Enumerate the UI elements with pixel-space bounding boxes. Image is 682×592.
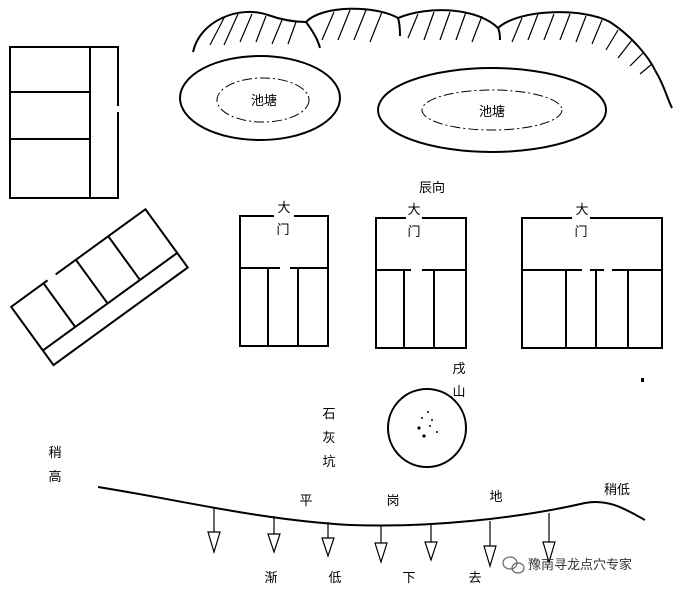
slope-label-2: 低: [328, 571, 341, 586]
building-1-gate-da: 大: [277, 201, 290, 216]
wechat-icon: [502, 556, 525, 574]
building-2: 大 门: [375, 203, 467, 349]
ridge-label-2: 岗: [386, 494, 399, 509]
pond-right-label: 池塘: [479, 104, 505, 120]
down-arrow-icon: [542, 513, 556, 565]
slope-label-4: 去: [468, 571, 481, 586]
lime-pit: [387, 388, 467, 468]
down-arrow-icon: [374, 525, 388, 564]
pit-label-2: 灰: [322, 431, 335, 446]
down-arrow-icon: [207, 507, 221, 555]
pit-label-1: 石: [322, 407, 335, 422]
down-arrow-icon: [267, 516, 281, 554]
ridge-label-3: 地: [489, 490, 502, 505]
down-arrow-icon: [483, 521, 497, 569]
watermark: 豫南寻龙点穴专家: [502, 556, 632, 574]
watermark-text: 豫南寻龙点穴专家: [528, 557, 632, 573]
terrain-line: [97, 486, 646, 527]
hill-range: [192, 7, 673, 109]
building-2-gate-men: 门: [407, 225, 420, 240]
building-3-gate-men: 门: [574, 225, 587, 240]
down-arrow-icon: [424, 524, 438, 562]
marker-dot: [641, 378, 644, 382]
pond-right: 池塘: [377, 67, 607, 153]
wu-shan-label-1: 戌: [452, 362, 465, 377]
slightly-low-label: 稍低: [604, 483, 630, 498]
pond-left-label: 池塘: [251, 93, 277, 109]
down-arrow-icon: [321, 522, 335, 558]
building-top-left: [9, 46, 119, 199]
ridge-label-1: 平: [299, 494, 312, 509]
pond-left: 池塘: [179, 55, 341, 141]
orientation-label: 辰向: [419, 180, 445, 196]
pit-label-3: 坑: [322, 455, 335, 470]
building-3-gate-da: 大: [575, 203, 588, 218]
hill-hatching: [209, 9, 653, 75]
wu-shan-label-2: 山: [452, 385, 465, 400]
building-rotated: [9, 207, 190, 367]
slope-label-3: 下: [402, 571, 415, 586]
building-3: 大 门: [521, 203, 663, 349]
slightly-high-label-1: 稍: [48, 446, 61, 461]
building-2-gate-da: 大: [407, 203, 420, 218]
slope-arrows: [207, 507, 556, 569]
slightly-high-label-2: 高: [48, 469, 61, 485]
building-1-gate-men: 门: [276, 223, 289, 238]
slope-label-1: 渐: [264, 571, 277, 586]
building-1: 大 门: [239, 201, 329, 347]
